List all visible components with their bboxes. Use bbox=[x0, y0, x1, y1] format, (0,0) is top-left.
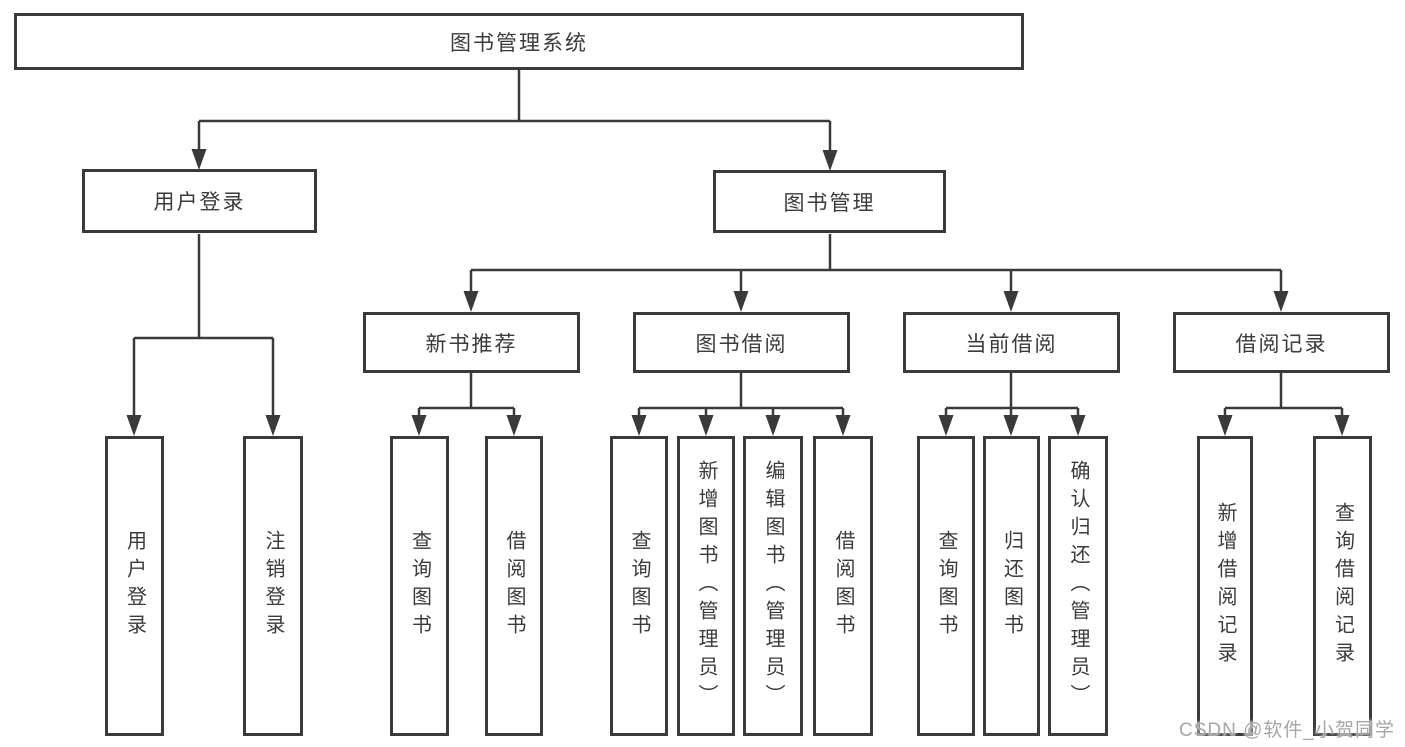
arrowhead bbox=[1070, 415, 1086, 436]
arrowhead bbox=[191, 149, 207, 170]
connector-root-to-level2 bbox=[191, 70, 838, 171]
arrowhead bbox=[765, 415, 781, 436]
arrowhead bbox=[506, 415, 522, 436]
leaf-confirm-return-admin: 确认归还（管理员） bbox=[1048, 436, 1108, 736]
arrowhead bbox=[835, 415, 851, 436]
leaf-label: 新增借阅记录 bbox=[1214, 502, 1236, 670]
leaf-label: 归还图书 bbox=[1000, 530, 1023, 642]
leaf-query-book-current: 查询图书 bbox=[917, 436, 975, 736]
leaf-edit-book-admin: 编辑图书（管理员） bbox=[743, 436, 803, 736]
arrowhead bbox=[1273, 291, 1289, 312]
leaf-borrow-book-recommend: 借阅图书 bbox=[485, 436, 543, 736]
leaf-label: 查询图书 bbox=[935, 530, 957, 642]
leaf-label: 借阅图书 bbox=[503, 530, 525, 642]
leaf-label: 编辑图书（管理员） bbox=[762, 460, 784, 712]
leaf-label: 注销登录 bbox=[262, 530, 284, 642]
leaf-logout: 注销登录 bbox=[243, 436, 303, 736]
connector-borrow-record-to-leaves bbox=[1217, 373, 1350, 436]
node-new-book-recommend: 新书推荐 bbox=[363, 312, 580, 373]
arrowhead bbox=[1217, 415, 1233, 436]
node-root-library-system: 图书管理系统 bbox=[14, 13, 1024, 70]
connector-user-login-to-leaves bbox=[126, 234, 281, 436]
arrowhead bbox=[631, 415, 647, 436]
csdn-watermark: CSDN @软件_小贺同学 bbox=[1179, 720, 1395, 741]
leaf-add-borrow-record: 新增借阅记录 bbox=[1197, 436, 1253, 736]
leaf-label: 借阅图书 bbox=[832, 530, 854, 642]
node-book-borrow: 图书借阅 bbox=[633, 312, 850, 373]
node-book-management: 图书管理 bbox=[713, 170, 946, 233]
arrowhead bbox=[733, 291, 749, 312]
connector-book-mgmt-to-level3 bbox=[463, 234, 1289, 312]
node-current-borrow: 当前借阅 bbox=[903, 312, 1120, 373]
connector-current-borrow-to-leaves bbox=[938, 373, 1086, 436]
arrowhead bbox=[265, 415, 281, 436]
arrowhead bbox=[1003, 415, 1019, 436]
connector-new-book-to-leaves bbox=[411, 373, 522, 436]
leaf-query-book-borrow: 查询图书 bbox=[610, 436, 668, 736]
leaf-label: 用户登录 bbox=[123, 530, 146, 642]
leaf-label: 新增图书（管理员） bbox=[695, 460, 717, 712]
leaf-query-book-recommend: 查询图书 bbox=[390, 436, 449, 736]
leaf-label: 查询借阅记录 bbox=[1331, 502, 1354, 670]
arrowhead bbox=[822, 150, 838, 171]
node-user-login: 用户登录 bbox=[82, 169, 317, 233]
arrowhead bbox=[411, 415, 427, 436]
arrowhead bbox=[698, 415, 714, 436]
leaf-add-book-admin: 新增图书（管理员） bbox=[677, 436, 735, 736]
arrowhead bbox=[938, 415, 954, 436]
leaf-label: 确认归还（管理员） bbox=[1067, 460, 1089, 712]
arrowhead bbox=[126, 415, 142, 436]
node-borrow-record: 借阅记录 bbox=[1173, 312, 1390, 373]
leaf-borrow-book: 借阅图书 bbox=[813, 436, 873, 736]
leaf-query-borrow-record: 查询借阅记录 bbox=[1313, 436, 1372, 736]
connector-book-borrow-to-leaves bbox=[631, 373, 851, 436]
leaf-return-book: 归还图书 bbox=[983, 436, 1040, 736]
leaf-label: 查询图书 bbox=[628, 530, 650, 642]
leaf-label: 查询图书 bbox=[408, 530, 431, 642]
arrowhead bbox=[463, 291, 479, 312]
arrowhead bbox=[1003, 291, 1019, 312]
arrowhead bbox=[1334, 415, 1350, 436]
leaf-user-login: 用户登录 bbox=[105, 436, 164, 736]
